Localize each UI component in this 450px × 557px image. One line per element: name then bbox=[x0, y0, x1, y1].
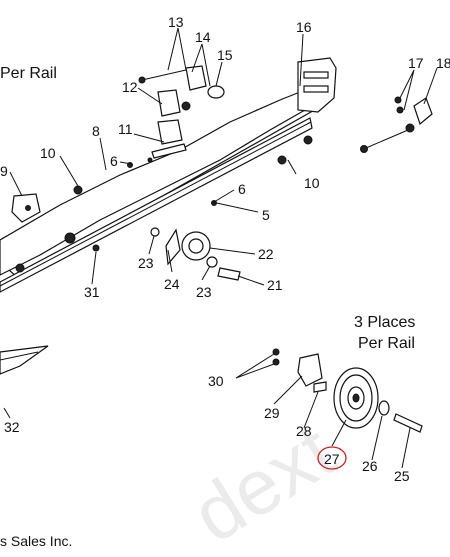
callout-30: 30 bbox=[208, 373, 224, 389]
rail-assembly bbox=[0, 57, 433, 375]
callout-11: 11 bbox=[118, 121, 133, 137]
callout-29: 29 bbox=[264, 405, 280, 421]
watermark: dext bbox=[177, 406, 349, 557]
callout-23: 23 bbox=[138, 255, 154, 271]
callout-18: 18 bbox=[436, 55, 450, 71]
callout-10-right: 10 bbox=[304, 175, 320, 191]
callout-31: 31 bbox=[84, 284, 100, 300]
header-text: Per Rail bbox=[0, 65, 57, 82]
callout-27: 27 bbox=[324, 451, 340, 467]
callout-14: 14 bbox=[195, 29, 211, 45]
callout-8: 8 bbox=[92, 123, 100, 139]
callout-17: 17 bbox=[408, 55, 424, 71]
idler-wheel-assembly bbox=[272, 348, 423, 433]
callout-32: 32 bbox=[4, 419, 20, 435]
callout-24: 24 bbox=[164, 276, 180, 292]
callout-10: 10 bbox=[40, 145, 56, 161]
callout-13: 13 bbox=[168, 14, 184, 30]
footer-text: s Sales Inc. bbox=[0, 533, 72, 549]
callout-23-lower: 23 bbox=[196, 284, 212, 300]
callout-26: 26 bbox=[362, 458, 378, 474]
leader-lines bbox=[3, 27, 438, 469]
note-line-1: 3 Places bbox=[354, 314, 415, 331]
callout-5: 5 bbox=[262, 207, 270, 223]
callout-28: 28 bbox=[296, 423, 312, 439]
note-line-2: Per Rail bbox=[358, 335, 415, 352]
callout-25: 25 bbox=[394, 468, 410, 484]
watermark-text: dext bbox=[177, 406, 349, 557]
callout-9: 9 bbox=[0, 163, 8, 179]
highlight-ring bbox=[317, 446, 347, 470]
callout-22: 22 bbox=[258, 246, 274, 262]
callout-15: 15 bbox=[217, 47, 233, 63]
callout-12: 12 bbox=[122, 79, 138, 95]
callout-labels: 13 14 15 16 17 18 12 8 11 10 6 9 10 6 5 … bbox=[0, 14, 450, 484]
callout-6: 6 bbox=[110, 153, 118, 169]
callout-6-right: 6 bbox=[238, 181, 246, 197]
callout-21: 21 bbox=[267, 277, 283, 293]
callout-16: 16 bbox=[296, 19, 312, 35]
